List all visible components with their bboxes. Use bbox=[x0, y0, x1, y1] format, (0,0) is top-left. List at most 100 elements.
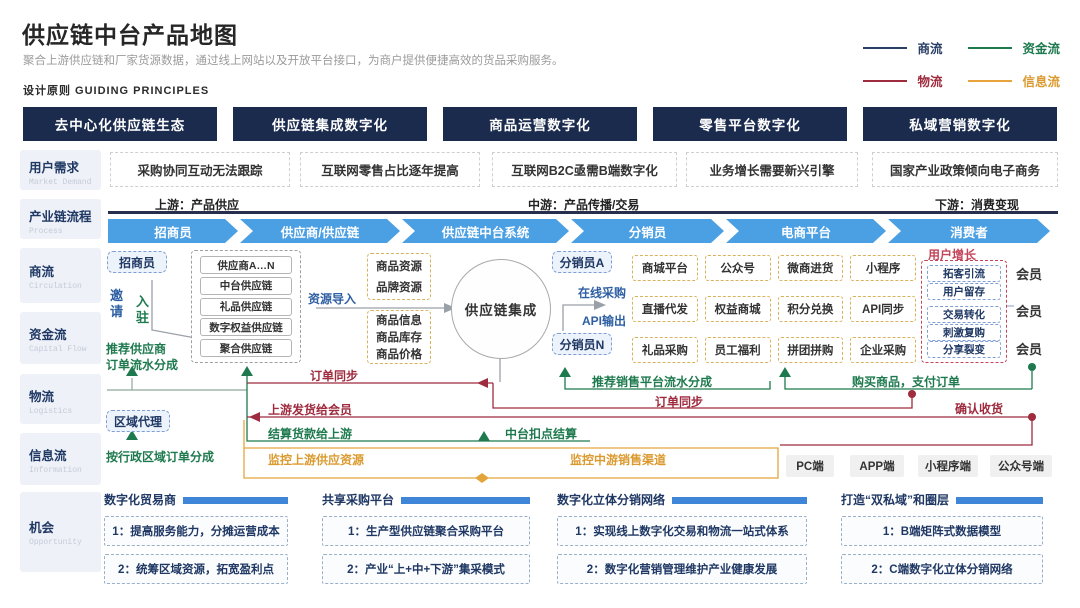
online-purchase-label: 在线采购 bbox=[578, 286, 627, 300]
terminal-pc: PC端 bbox=[786, 455, 834, 477]
api-output-label: API输出 bbox=[582, 314, 627, 328]
opportunity-col-shared-procurement: 共享采购平台 1：生产型供应链聚合采购平台 2：产业“上+中+下游”集采模式 bbox=[322, 491, 530, 584]
information-line-swatch bbox=[968, 79, 1013, 82]
title-bar bbox=[401, 497, 530, 504]
ecom-item: 小程序 bbox=[850, 255, 916, 281]
opportunity-col-distribution-network: 数字化立体分销网络 1：实现线上数字化交易和物流一站式体系 2：数字化营销管理维… bbox=[557, 491, 807, 584]
region-split-label: 按行政区域订单分成 bbox=[106, 450, 215, 464]
demand-box-3: 互联网B2C亟需B端数字化 bbox=[492, 152, 677, 187]
distributor-n-chip: 分销员N bbox=[552, 333, 612, 355]
ecom-item: 礼品采购 bbox=[632, 337, 698, 363]
ecom-item: API同步 bbox=[850, 296, 916, 322]
ecom-item: 商城平台 bbox=[632, 255, 698, 281]
opportunity-item: 1：生产型供应链聚合采购平台 bbox=[322, 516, 530, 546]
commission-feed-line bbox=[107, 378, 247, 391]
demand-box-5: 国家产业政策倾向电子商务 bbox=[872, 152, 1058, 187]
demand-box-4: 业务增长需要新兴引擎 bbox=[686, 152, 858, 187]
legend-label: 物流 bbox=[917, 75, 943, 89]
settle-upstream-label: 结算货款给上游 bbox=[268, 427, 353, 441]
user-growth-title: 用户增长 bbox=[928, 248, 977, 262]
principle-merchandise: 商品运营数字化 bbox=[443, 107, 637, 141]
supplier-commission-line2: 订单流水分成 bbox=[106, 358, 179, 372]
resource-import-label: 资源导入 bbox=[308, 292, 357, 306]
opportunity-item: 1：提高服务能力，分摊运营成本 bbox=[104, 516, 288, 546]
member-label-1: 会员 bbox=[1016, 267, 1043, 282]
opportunity-title: 数字化立体分销网络 bbox=[557, 493, 666, 507]
join-label: 入驻 bbox=[136, 294, 150, 325]
product-info-box: 商品信息 商品库存 商品价格 bbox=[367, 310, 431, 364]
demand-box-1: 采购协同互动无法跟踪 bbox=[110, 152, 290, 187]
principle-decentralized: 去中心化供应链生态 bbox=[23, 107, 217, 141]
ecom-item: 积分兑换 bbox=[777, 296, 844, 322]
distributor-a-chip: 分销员A bbox=[552, 251, 612, 273]
member-label-2: 会员 bbox=[1016, 304, 1043, 319]
circulation-line-swatch bbox=[863, 46, 908, 49]
process-chevron-bar: 招商员 供应商/供应链 供应链中台系统 分销员 电商平台 消费者 bbox=[108, 219, 1052, 243]
info-item: 商品库存 bbox=[376, 332, 422, 344]
stage-midstream: 中游：产品传播/交易 bbox=[528, 198, 640, 212]
legend-item-circulation: 商流 bbox=[863, 38, 942, 57]
logistics-line-swatch bbox=[863, 79, 908, 82]
resource-item: 品牌资源 bbox=[376, 281, 422, 294]
ecom-item: 企业采购 bbox=[850, 337, 916, 363]
ecom-item: 拼团拼购 bbox=[777, 337, 844, 363]
confirm-receipt-label: 确认收货 bbox=[955, 402, 1004, 416]
resource-item: 商品资源 bbox=[376, 261, 422, 274]
information-flow-diamond bbox=[475, 473, 489, 483]
ecom-item: 直播代发 bbox=[632, 296, 698, 322]
growth-item: 拓客引流 bbox=[927, 265, 1001, 282]
opportunity-item: 2：产业“上+中+下游”集采模式 bbox=[322, 554, 530, 584]
opportunity-col-trader: 数字化贸易商 1：提高服务能力，分摊运营成本 2：统筹区域资源，拓宽盈利点 bbox=[104, 491, 288, 584]
principle-private-domain: 私域营销数字化 bbox=[863, 107, 1057, 141]
title-bar bbox=[672, 497, 807, 504]
page-title: 供应链中台产品地图 bbox=[22, 22, 238, 48]
supplier-item: 数字权益供应链 bbox=[200, 318, 292, 337]
info-item: 商品价格 bbox=[376, 349, 422, 361]
legend-label: 商流 bbox=[917, 42, 943, 56]
info-item: 商品信息 bbox=[376, 315, 422, 327]
guiding-principles-label: 设计原则 GUIDING PRINCIPLES bbox=[23, 85, 210, 97]
stage-downstream: 下游：消费变现 bbox=[935, 198, 1020, 212]
ecommerce-capability-grid: 商城平台 公众号 微商进货 小程序 直播代发 权益商城 积分兑换 API同步 礼… bbox=[632, 255, 916, 363]
supplier-item: 礼品供应链 bbox=[200, 297, 292, 316]
integration-hub-circle: 供应链集成 bbox=[451, 259, 551, 359]
opportunity-item: 1：实现线上数字化交易和物流一站式体系 bbox=[557, 516, 807, 546]
supplier-group-box: 供应商A…N 中台供应链 礼品供应链 数字权益供应链 聚合供应链 bbox=[191, 250, 301, 363]
ship-to-member-label: 上游发货给会员 bbox=[268, 403, 353, 417]
growth-item: 分享裂变 bbox=[927, 341, 1001, 358]
supplier-item: 供应商A…N bbox=[200, 256, 292, 274]
flow-legend: 商流 资金流 物流 信息流 bbox=[863, 38, 1060, 90]
supplier-commission-line1: 推荐供应商 bbox=[106, 342, 167, 356]
design-principles-row: 去中心化供应链生态 供应链集成数字化 商品运营数字化 零售平台数字化 私域营销数… bbox=[23, 107, 1057, 141]
title-bar bbox=[956, 497, 1043, 504]
terminal-official-account: 公众号端 bbox=[990, 455, 1052, 477]
region-agent-chip: 区域代理 bbox=[106, 410, 170, 432]
growth-item: 用户留存 bbox=[927, 282, 1001, 300]
chevron-recruiter: 招商员 bbox=[108, 219, 238, 243]
member-label-3: 会员 bbox=[1016, 342, 1043, 357]
ecom-item: 微商进货 bbox=[777, 255, 844, 281]
legend-label: 资金流 bbox=[1022, 42, 1060, 56]
opportunity-item: 2：数字化营销管理维护产业健康发展 bbox=[557, 554, 807, 584]
ecom-item: 员工福利 bbox=[704, 337, 771, 363]
buy-pay-label: 购买商品，支付订单 bbox=[852, 375, 961, 389]
deduct-settle-label: 中台扣点结算 bbox=[505, 427, 578, 441]
user-growth-box: 拓客引流 用户留存 交易转化 刺激复购 分享裂变 bbox=[921, 260, 1007, 363]
order-sync-label-2: 订单同步 bbox=[655, 395, 704, 409]
terminal-app: APP端 bbox=[850, 455, 904, 477]
capital-line-swatch bbox=[968, 46, 1013, 49]
ecom-item: 公众号 bbox=[704, 255, 771, 281]
platform-commission-label: 推荐销售平台流水分成 bbox=[592, 375, 713, 389]
opportunity-item: 2：C端数字化立体分销网络 bbox=[841, 554, 1043, 584]
opportunity-title: 数字化贸易商 bbox=[104, 493, 177, 507]
legend-label: 信息流 bbox=[1022, 75, 1060, 89]
growth-item: 刺激复购 bbox=[927, 323, 1001, 341]
monitor-midstream-label: 监控中游销售渠道 bbox=[570, 453, 667, 467]
